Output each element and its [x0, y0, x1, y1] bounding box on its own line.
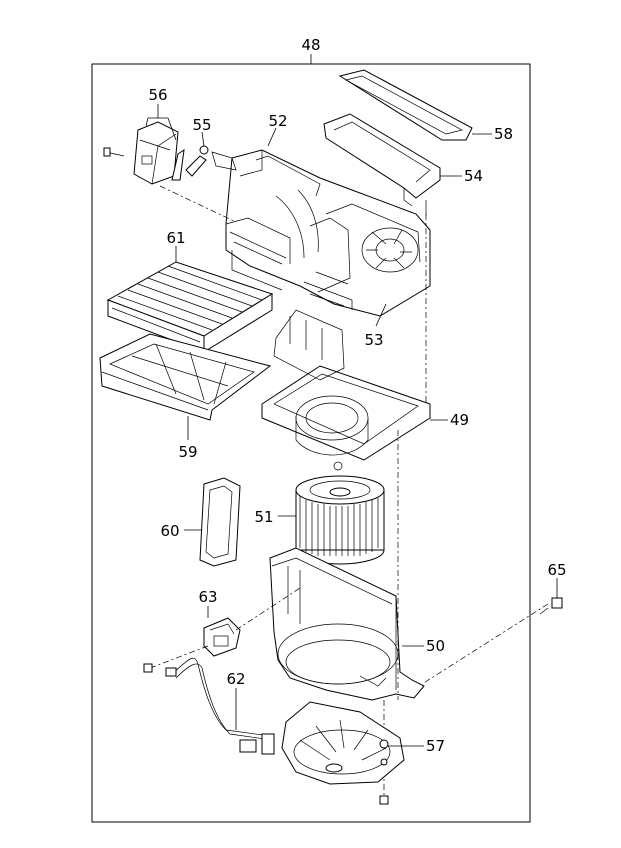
callout-52: 52 [268, 112, 287, 130]
callout-58: 58 [494, 125, 513, 143]
callout-59: 59 [178, 443, 197, 461]
part-50-blower-case [269, 547, 425, 701]
part-52-upper-case [211, 149, 431, 317]
part-59-filter-frame [99, 333, 272, 421]
callout-54: 54 [464, 167, 483, 185]
part-58-seal-strip [338, 69, 473, 141]
part-49-blower-upper [261, 309, 431, 471]
part-55-link [185, 145, 209, 177]
part-65-screw [539, 597, 563, 615]
part-61-filter [106, 261, 274, 353]
callout-49: 49 [450, 411, 469, 429]
callout-61: 61 [166, 229, 185, 247]
callout-50: 50 [426, 637, 445, 655]
part-60-seal [199, 477, 241, 567]
callout-63: 63 [198, 588, 217, 606]
part-57-lower-cover [281, 701, 405, 785]
part-63-resistor [203, 617, 241, 657]
callout-62: 62 [226, 670, 245, 688]
part-56-actuator [103, 121, 185, 185]
callout-65: 65 [547, 561, 566, 579]
callout-57: 57 [426, 737, 445, 755]
callout-51: 51 [254, 508, 273, 526]
part-62-harness [165, 657, 275, 755]
part-51-fan [295, 475, 385, 565]
callout-53: 53 [364, 331, 383, 349]
callout-55: 55 [192, 116, 211, 134]
callout-48: 48 [301, 36, 320, 54]
callout-56: 56 [148, 86, 167, 104]
callout-60: 60 [160, 522, 179, 540]
part-54-duct [323, 113, 441, 216]
